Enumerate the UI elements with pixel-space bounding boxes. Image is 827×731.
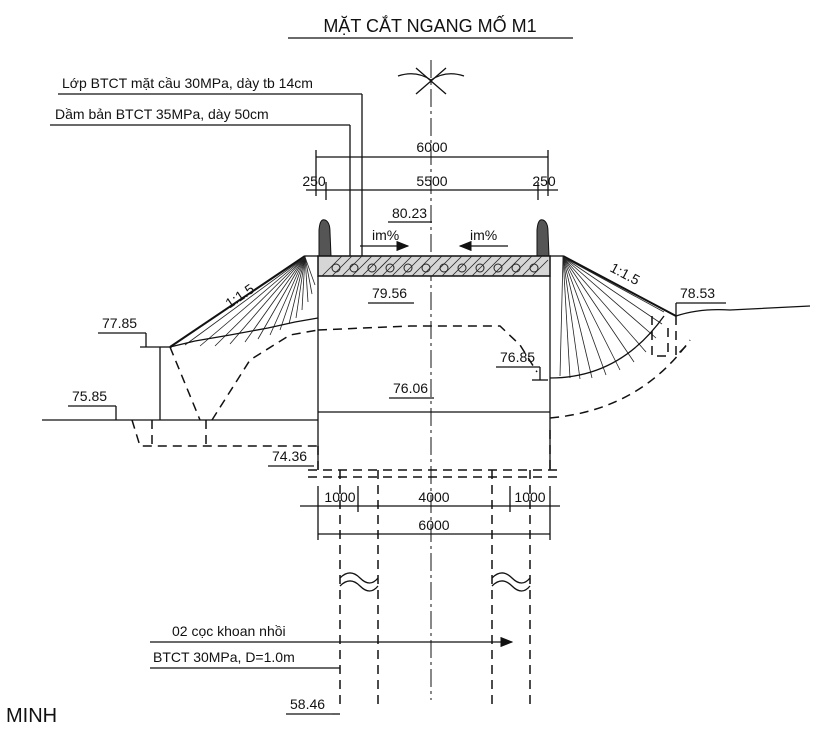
svg-text:Lớp BTCT mặt cầu 30MPa, dày tb: Lớp BTCT mặt cầu 30MPa, dày tb 14cm [62,75,313,91]
elev-left-ground: 75.85 [68,388,117,420]
elev-cap-bottom: 76.06 [389,380,434,399]
svg-text:im%: im% [372,227,399,243]
svg-text:02 cọc khoan nhồi: 02 cọc khoan nhồi [172,623,286,639]
elev-deck-top: 80.23 [388,205,432,223]
note-piles: 02 cọc khoan nhồi BTCT 30MPa, D=1.0m [150,623,514,669]
svg-text:1000: 1000 [324,489,355,505]
note-slab-beam: Dầm bản BTCT 35MPa, dày 50cm [50,106,351,262]
svg-text:4000: 4000 [418,489,449,505]
centerline-symbol [397,60,465,700]
drawing-title: MẶT CẮT NGANG MỐ M1 [323,15,536,36]
elev-left-berm: 77.85 [98,315,160,348]
crossfall-left: im% [360,227,410,252]
right-embankment [549,255,811,419]
left-parapet [318,219,332,257]
elev-right-ground: 78.53 [675,285,726,316]
slope-left: 1:1.5 [222,280,257,311]
deck-slab [317,255,551,277]
svg-text:75.85: 75.85 [72,388,107,404]
note-deck-layer: Lớp BTCT mặt cầu 30MPa, dày tb 14cm [58,75,363,258]
pile-cap-footing [308,430,560,478]
svg-text:5500: 5500 [416,173,447,189]
svg-text:74.36: 74.36 [272,448,307,464]
elev-right-inner: 76.85 [496,349,548,381]
elev-deck-bottom: 79.56 [368,285,414,304]
svg-text:BTCT 30MPa, D=1.0m: BTCT 30MPa, D=1.0m [153,649,295,665]
bottom-dimensions: 1000 4000 1000 6000 [300,486,560,540]
corner-text: MINH [6,705,57,727]
svg-text:6000: 6000 [418,517,449,533]
svg-text:Dầm bản BTCT 35MPa, dày 50cm: Dầm bản BTCT 35MPa, dày 50cm [55,106,269,122]
svg-text:76.85: 76.85 [500,349,535,365]
pile-left [339,470,379,710]
right-parapet [536,219,550,257]
svg-text:250: 250 [532,173,556,189]
left-embankment [159,255,319,420]
svg-text:58.46: 58.46 [290,696,325,712]
left-dashed-footing [131,325,538,447]
svg-text:78.53: 78.53 [680,285,715,301]
elev-footing-bottom: 74.36 [268,448,314,467]
svg-text:im%: im% [470,227,497,243]
svg-text:250: 250 [302,173,326,189]
svg-text:1000: 1000 [514,489,545,505]
crossfall-right: im% [458,227,508,252]
svg-text:80.23: 80.23 [392,205,427,221]
abutment-body [317,276,551,470]
pile-right [491,470,531,710]
svg-text:76.06: 76.06 [393,380,428,396]
top-dimensions: 6000 250 5500 250 [302,139,558,200]
elev-pile-tip: 58.46 [286,696,340,715]
svg-text:6000: 6000 [416,139,447,155]
svg-text:77.85: 77.85 [102,315,137,331]
svg-text:79.56: 79.56 [372,285,407,301]
